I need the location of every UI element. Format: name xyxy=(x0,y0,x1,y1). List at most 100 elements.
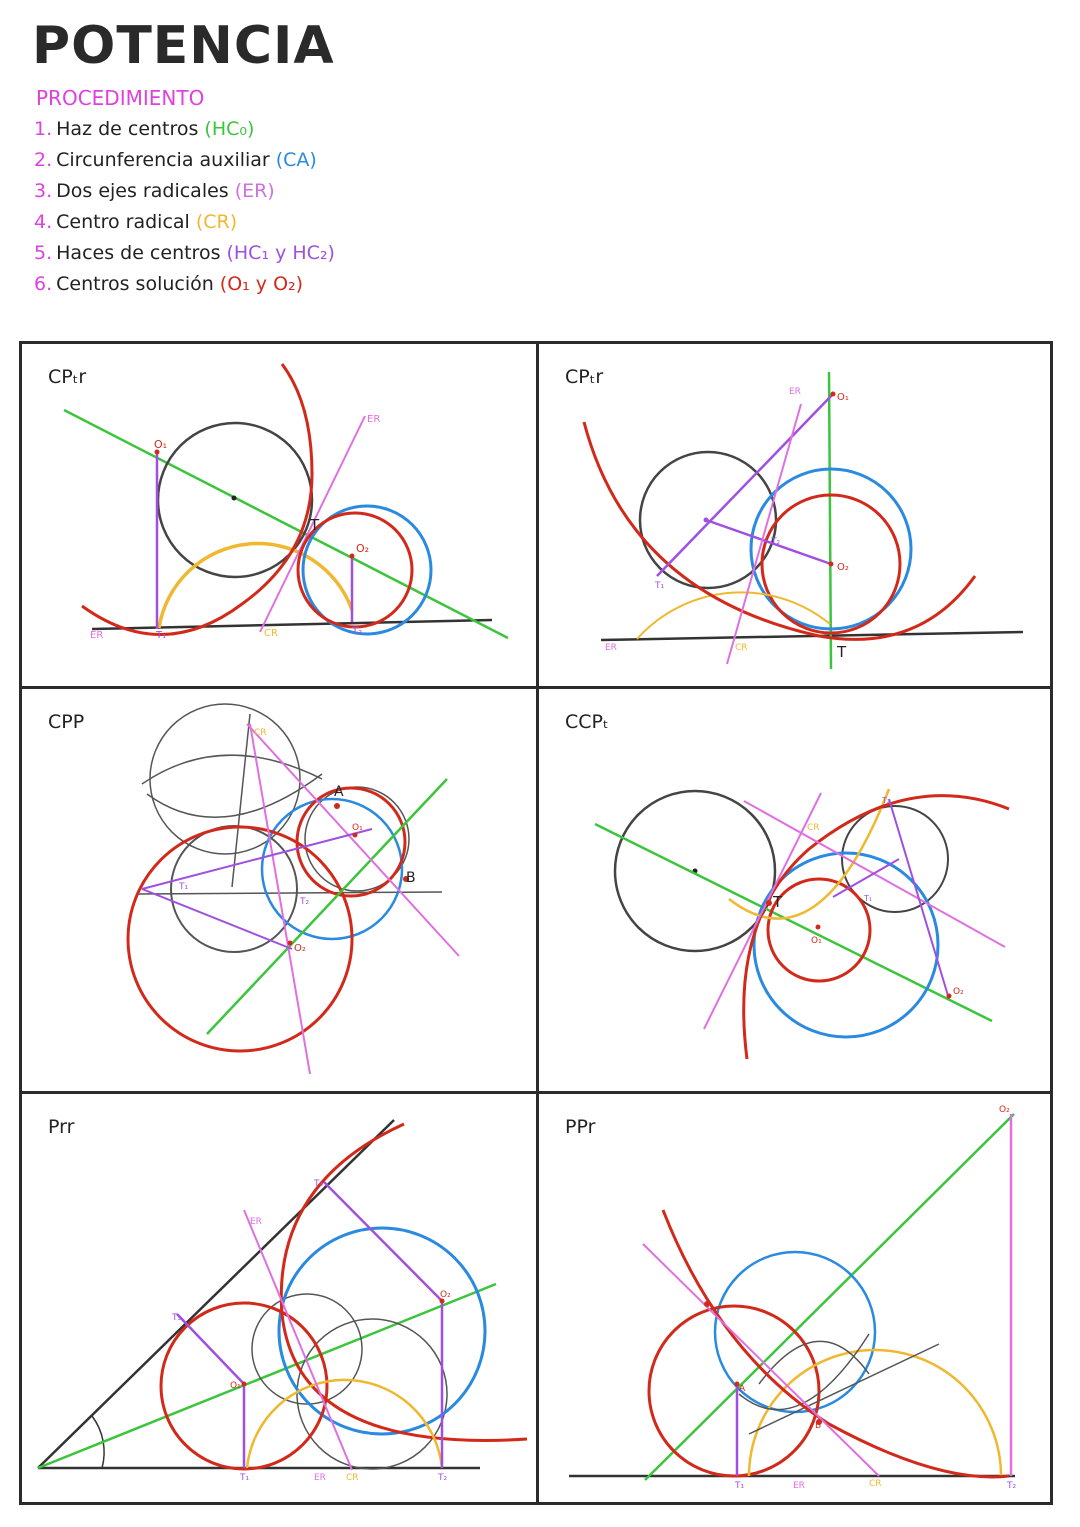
radical-axis xyxy=(259,415,366,633)
t2-label: T₂ xyxy=(437,1473,447,1483)
point-b xyxy=(816,1419,822,1425)
vertical-divider xyxy=(536,344,539,1502)
aux-circle-1 xyxy=(251,1293,363,1405)
procedure-step: 1.Haz de centros(HC₀) xyxy=(34,114,335,145)
cr-label: CR xyxy=(254,728,267,738)
o2-point xyxy=(946,993,952,999)
point-a xyxy=(704,1301,710,1307)
centers-line xyxy=(594,822,993,1023)
construction-drawing-2: O₁ O₂ T ER ER CR T₁ T₂ xyxy=(582,371,1024,670)
step-tag: (O₁ y O₂) xyxy=(219,273,304,295)
cr-label: CR xyxy=(869,1479,882,1489)
a-label: A xyxy=(739,1384,746,1394)
construction-drawing-5: O₁ O₂ ER ER CR T₁ T₂ T₃ T₄ xyxy=(37,1119,528,1483)
centers-line xyxy=(644,1113,1015,1481)
step-number: 5. xyxy=(34,242,53,264)
panel-ppr: PPr A B O₂ T₁ T₂ ER CR xyxy=(539,1094,1050,1502)
o1-label: O₁ xyxy=(811,936,822,946)
t4-label: T₄ xyxy=(313,1179,323,1189)
t1-label: T₁ xyxy=(863,894,872,903)
procedure-heading: PROCEDIMIENTO xyxy=(36,86,205,110)
procedure-steps: 1.Haz de centros(HC₀) 2.Circunferencia a… xyxy=(34,114,335,300)
o1-label: O₁ xyxy=(230,1381,241,1391)
blue-circle xyxy=(277,1226,487,1436)
panel-label: CPₜr xyxy=(565,366,604,388)
purple-line-3 xyxy=(323,1181,443,1302)
step-text: Haz de centros xyxy=(56,118,199,140)
er-label-bottom: ER xyxy=(314,1473,326,1483)
bisector-line xyxy=(37,1282,497,1470)
panel-label: CPₜr xyxy=(48,366,87,388)
panel-cptr-2: CPₜr O₁ O₂ T ER ER CR T₁ T₂ xyxy=(539,344,1050,686)
step-text: Circunferencia auxiliar xyxy=(56,149,270,171)
o1-label: O₁ xyxy=(837,392,849,403)
solution-arc-2 xyxy=(742,794,1010,1060)
centers-line xyxy=(827,371,833,670)
solution-circle-1 xyxy=(766,877,872,983)
circle-center-dot xyxy=(231,495,237,501)
procedure-step: 3.Dos ejes radicales(ER) xyxy=(34,176,335,207)
step-tag: (HC₀) xyxy=(204,118,255,140)
t2-label: T₂ xyxy=(881,796,890,805)
panel-ccpt: CCPₜ T O₁ O₂ CR T₂ T₁ xyxy=(539,689,1050,1091)
aux-circle-2 xyxy=(296,1318,448,1470)
blue-circle xyxy=(752,851,940,1039)
t2-label: T₂ xyxy=(1006,1481,1016,1491)
cr-label: CR xyxy=(735,643,748,653)
diagram-grid: CPₜr O₁ O₂ T ER ER CR T₁ T₂ CPₜr xyxy=(19,341,1053,1505)
horizontal-divider xyxy=(22,686,1050,689)
construction-drawing-4: T O₁ O₂ CR T₂ T₁ xyxy=(594,788,1010,1060)
o2-label: O₂ xyxy=(953,987,964,997)
purple-line-2 xyxy=(141,888,293,950)
t-label: T xyxy=(836,643,847,661)
blue-circle xyxy=(260,797,404,941)
step-number: 3. xyxy=(34,180,53,202)
o2-point xyxy=(287,940,293,946)
purple-line xyxy=(656,393,834,577)
t2-label: T₂ xyxy=(299,897,309,907)
panel-label: CPP xyxy=(48,711,85,733)
t1-label: T₁ xyxy=(239,1473,249,1483)
er-label-bottom: ER xyxy=(605,643,617,653)
solution-circle-2 xyxy=(760,493,902,635)
solution-arc-2 xyxy=(279,1122,528,1442)
purple-line-2 xyxy=(705,518,832,566)
construction-drawing-6: A B O₂ T₁ T₂ ER CR xyxy=(569,1105,1016,1491)
arc-gray-1 xyxy=(758,1340,870,1385)
panel-label: Prr xyxy=(48,1116,75,1138)
radical-axis xyxy=(642,1243,880,1477)
solution-arc-1 xyxy=(582,421,977,641)
step-number: 6. xyxy=(34,273,53,295)
solution-circle-1 xyxy=(647,1304,821,1478)
auxiliary-semicircle xyxy=(245,1378,444,1469)
auxiliary-arc xyxy=(636,591,831,640)
procedure-step: 2.Circunferencia auxiliar(CA) xyxy=(34,145,335,176)
er-label-top: ER xyxy=(250,1217,262,1227)
cr-label: CR xyxy=(264,628,278,639)
step-text: Haces de centros xyxy=(56,242,221,264)
gray-line-2 xyxy=(231,713,251,888)
panel-cpp: CPP A B O₁ O₂ CR T₁ xyxy=(22,689,536,1091)
purple-line-1 xyxy=(888,798,950,1000)
t-point xyxy=(766,900,772,906)
given-circle-1 xyxy=(613,789,777,953)
t1-label: T₁ xyxy=(178,882,188,892)
a-label: A xyxy=(334,784,344,800)
o1-point xyxy=(352,832,358,838)
o1-point xyxy=(241,1381,247,1387)
centers-line xyxy=(206,778,448,1035)
centers-line xyxy=(63,408,509,640)
o2-point xyxy=(828,561,834,567)
t-label: T xyxy=(309,516,320,534)
step-text: Centros solución xyxy=(56,273,214,295)
aux-circle-1 xyxy=(149,703,301,855)
point-a xyxy=(334,803,340,809)
step-tag: (HC₁ y HC₂) xyxy=(226,242,335,264)
t1-label: T₁ xyxy=(155,630,166,641)
t-label: T xyxy=(772,893,783,911)
o1-point xyxy=(815,924,821,930)
center-dot xyxy=(703,517,709,523)
o1-label: O₁ xyxy=(352,823,363,833)
line-r1 xyxy=(37,1119,395,1469)
o1-point xyxy=(154,449,160,455)
